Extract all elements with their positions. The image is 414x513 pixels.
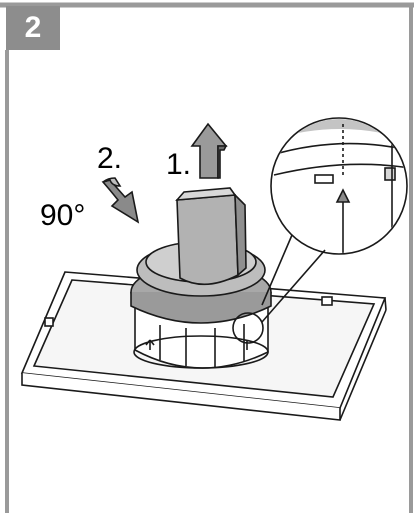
arrow-up-icon (190, 122, 228, 179)
knob (175, 187, 247, 286)
rotate-arrow-icon (101, 177, 140, 224)
step-number-badge: 2 (6, 6, 60, 50)
angle-label: 90° (40, 199, 86, 232)
step-two-label: 2. (97, 142, 123, 175)
zoom-marker (232, 312, 264, 344)
step-one-label: 1. (166, 148, 192, 181)
